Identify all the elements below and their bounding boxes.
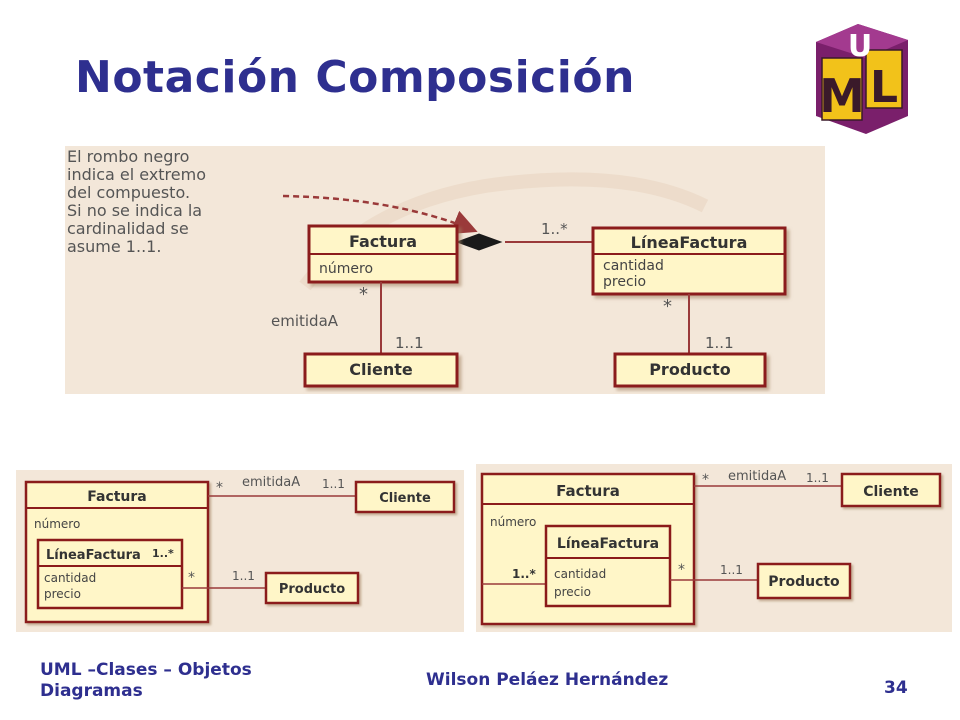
attribute: precio	[554, 585, 591, 599]
mult-producto: 1..1	[720, 563, 743, 577]
mult-linea: 1..*	[152, 547, 174, 560]
attribute: cantidad	[603, 258, 664, 274]
mult-composition: 1..*	[541, 220, 568, 238]
class-linea-factura-nested	[544, 524, 672, 608]
mult-star: *	[663, 296, 672, 317]
attribute: precio	[44, 587, 81, 601]
logo-letter-l: L	[870, 62, 898, 113]
attribute: precio	[603, 274, 646, 290]
class-name: LíneaFactura	[631, 233, 748, 252]
footer-author: Wilson Peláez Hernández	[426, 670, 669, 690]
mult-star: *	[702, 472, 709, 488]
class-producto	[264, 571, 360, 605]
explanation-note: El rombo negro indica el extremo del com…	[67, 147, 206, 256]
class-name: Producto	[768, 574, 840, 590]
page-number: 34	[884, 678, 908, 698]
class-cliente	[354, 480, 456, 514]
note-line: cardinalidad se	[67, 219, 189, 238]
mult-producto: 1..1	[705, 334, 734, 352]
mult-star: *	[216, 480, 223, 496]
class-linea-factura-nested	[36, 538, 184, 610]
class-name: LíneaFactura	[46, 548, 141, 563]
note-pointer-arrow	[282, 194, 478, 234]
role-label: emitidaA	[728, 469, 786, 484]
class-name: Cliente	[349, 360, 413, 379]
mult-linea: 1..*	[512, 567, 536, 581]
class-name: LíneaFactura	[557, 536, 659, 552]
note-line: El rombo negro	[67, 147, 189, 166]
class-name: Producto	[279, 582, 345, 597]
class-producto	[756, 562, 852, 600]
bottom-right-diagram: Factura número 1..* LíneaFactura cantida…	[476, 464, 952, 632]
mult-producto: 1..1	[232, 569, 255, 583]
mult-star: *	[678, 562, 685, 578]
class-producto	[613, 352, 767, 388]
attribute: cantidad	[44, 571, 96, 585]
note-line: Si no se indica la	[67, 201, 202, 220]
logo-letter-u: U	[848, 29, 872, 64]
class-name: Factura	[349, 232, 417, 251]
logo-letter-m: M	[819, 69, 865, 123]
class-name: Factura	[556, 482, 620, 500]
attribute: cantidad	[554, 567, 606, 581]
class-linea-factura	[591, 226, 787, 296]
note-line: indica el extremo	[67, 165, 206, 184]
mult-cliente: 1..1	[322, 477, 345, 491]
note-line: asume 1..1.	[67, 237, 161, 256]
class-name: Factura	[87, 489, 147, 505]
mult-star: *	[188, 570, 195, 586]
composition-diamond	[455, 233, 503, 251]
footer-course-title: UML –Clases – Objetos Diagramas	[40, 660, 252, 701]
role-label: emitidaA	[271, 312, 339, 330]
uml-logo: U M L	[816, 24, 908, 134]
class-name: Cliente	[379, 491, 431, 506]
mult-cliente: 1..1	[806, 471, 829, 485]
class-cliente	[303, 352, 459, 388]
mult-cliente: 1..1	[395, 334, 424, 352]
bottom-left-diagram: Factura número LíneaFactura 1..* cantida…	[16, 470, 464, 632]
top-composition-diagram: El rombo negro indica el extremo del com…	[65, 146, 825, 394]
class-factura	[307, 224, 459, 284]
class-name: Cliente	[863, 484, 919, 500]
attribute: número	[319, 261, 373, 277]
slide-title: Notación Composición	[75, 52, 635, 103]
mult-star: *	[359, 284, 368, 305]
class-cliente	[840, 472, 942, 508]
attribute: número	[490, 515, 536, 529]
note-line: del compuesto.	[67, 183, 190, 202]
role-label: emitidaA	[242, 475, 300, 490]
attribute: número	[34, 517, 80, 531]
class-name: Producto	[649, 360, 731, 379]
